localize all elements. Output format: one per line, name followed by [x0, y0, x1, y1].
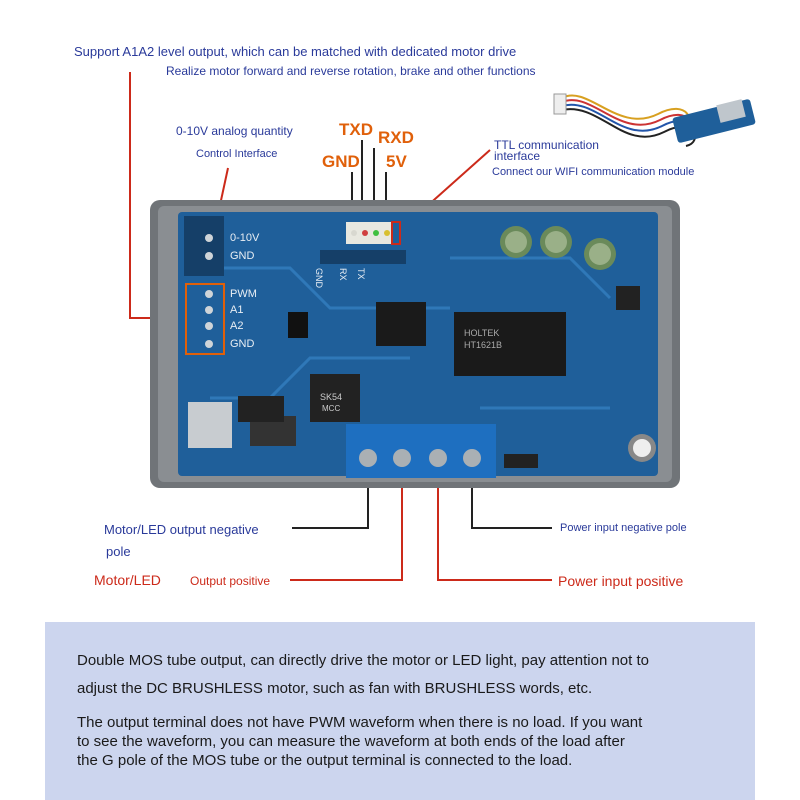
mosfet-sub-label: MCC: [322, 404, 341, 413]
motor-neg-label-line2: pole: [106, 544, 131, 559]
ttl-label-line1: TTL communication: [494, 138, 599, 152]
gnd-label: GND: [322, 152, 360, 171]
note-2-line-1: The output terminal does not have PWM wa…: [77, 714, 643, 731]
power-pos-label: Power input positive: [558, 573, 684, 589]
main-chip-label-1: HOLTEK: [464, 328, 500, 338]
header-rx-label: RX: [338, 268, 348, 281]
pin-0-10v-label: 0-10V: [230, 232, 260, 244]
note-1-line-2: adjust the DC BRUSHLESS motor, such as f…: [77, 680, 593, 697]
header-gnd-label: GND: [314, 268, 324, 288]
output-pos-line: [290, 462, 403, 581]
controller-board: 0-10V GND PWM A1 A2 GND GND RX TX HOLTEK…: [150, 198, 680, 490]
ttl-label-line3: Connect our WIFI communication module: [492, 166, 695, 178]
wifi-module-image: [553, 93, 756, 147]
board-illustration: [150, 200, 680, 488]
v5-label: 5V: [386, 152, 407, 171]
power-pos-line: [437, 462, 552, 581]
note-1-line-1: Double MOS tube output, can directly dri…: [77, 652, 649, 669]
pin-gnd2-label: GND: [230, 338, 255, 350]
a1a2-label-line1: Support A1A2 level output, which can be …: [74, 44, 517, 59]
main-chip-label-2: HT1621B: [464, 340, 503, 350]
mosfet-label: SK54: [320, 392, 343, 402]
a1a2-label-line2: Realize motor forward and reverse rotati…: [166, 64, 536, 78]
analog-label-line2: Control Interface: [196, 148, 278, 160]
ttl-label-line2: interface: [494, 149, 541, 163]
txd-label: TXD: [339, 120, 373, 139]
motor-neg-label-line1: Motor/LED output negative: [104, 522, 259, 537]
pin-pwm-label: PWM: [230, 288, 257, 300]
header-tx-label: TX: [356, 268, 366, 280]
analog-label-line1: 0-10V analog quantity: [176, 124, 293, 138]
rxd-label: RXD: [378, 128, 414, 147]
output-positive-label: Output positive: [190, 574, 271, 588]
pin-a1-label: A1: [230, 304, 244, 316]
note-2-line-2: to see the waveform, you can measure the…: [77, 733, 625, 750]
pin-a2-label: A2: [230, 320, 244, 332]
note-2-line-3: the G pole of the MOS tube or the output…: [77, 752, 573, 769]
motor-led-label: Motor/LED: [94, 572, 161, 588]
power-neg-label: Power input negative pole: [560, 522, 687, 534]
notes-panel: Double MOS tube output, can directly dri…: [45, 622, 755, 800]
pin-gnd-label: GND: [230, 250, 255, 262]
